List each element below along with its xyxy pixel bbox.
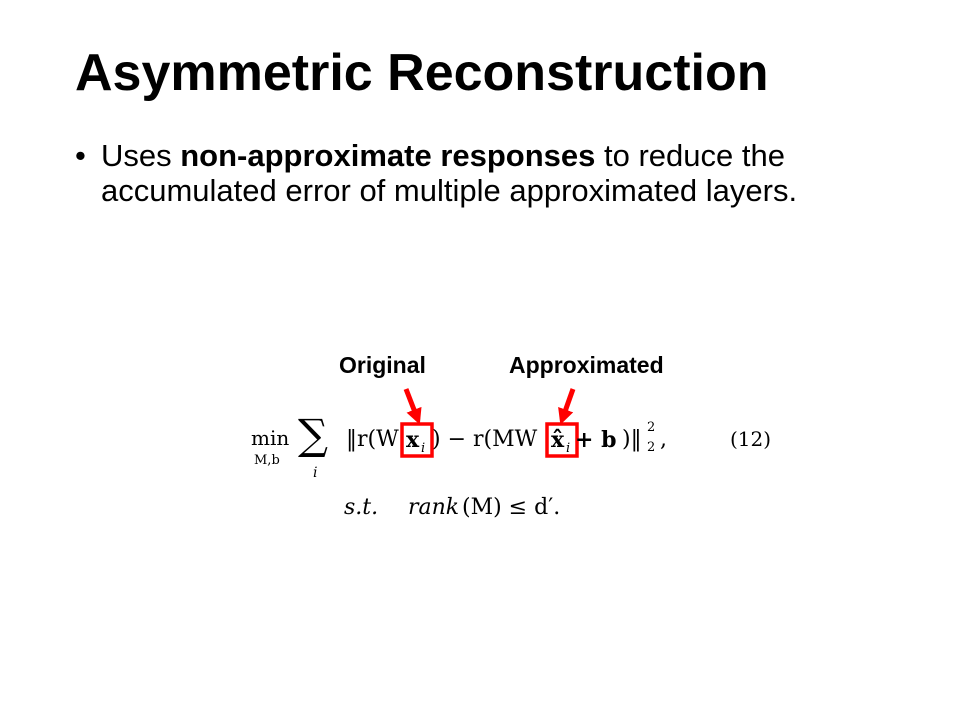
bias-term: + b [575, 427, 617, 453]
approximated-arrow [558, 388, 576, 425]
approximated-label: Approximated [509, 352, 664, 378]
bullet-text-bold: non-approximate responses [180, 138, 596, 173]
equation-number: (12) [730, 427, 772, 451]
original-highlight-box [400, 422, 434, 458]
original-label: Original [339, 352, 426, 378]
constraint-argument: (M) ≤ d′. [462, 495, 561, 520]
constraint-rank: rank [408, 495, 460, 520]
equation-middle: ) − r(MW [432, 427, 538, 452]
bullet-text-before: Uses [101, 138, 181, 173]
equation-comma: , [660, 427, 667, 452]
norm-left: ‖r(W [346, 427, 399, 452]
bullet-item: • Uses non-approximate responses to redu… [75, 138, 895, 208]
constraint-such-that: s.t. [344, 495, 379, 520]
min-operator: min [251, 426, 290, 450]
x-hat-variable: x̂ [551, 427, 565, 453]
slide-title: Asymmetric Reconstruction [75, 44, 769, 102]
norm-superscript: 2 [647, 420, 656, 435]
norm-subscript: 2 [647, 440, 656, 455]
sum-symbol: ∑ [298, 410, 328, 459]
bullet-text-after: to reduce the accumulated error of multi… [101, 138, 798, 208]
x-hat-subscript: i [566, 441, 571, 456]
sum-index: i [313, 465, 318, 481]
norm-right: )‖ [622, 427, 642, 452]
bullet-list: • Uses non-approximate responses to redu… [75, 138, 895, 208]
approximated-highlight-box [545, 422, 579, 458]
bullet-marker: • [75, 138, 86, 173]
min-subscript: M,b [254, 453, 280, 468]
original-arrow [403, 388, 422, 425]
x-variable: x [406, 427, 420, 453]
x-subscript: i [421, 441, 426, 456]
